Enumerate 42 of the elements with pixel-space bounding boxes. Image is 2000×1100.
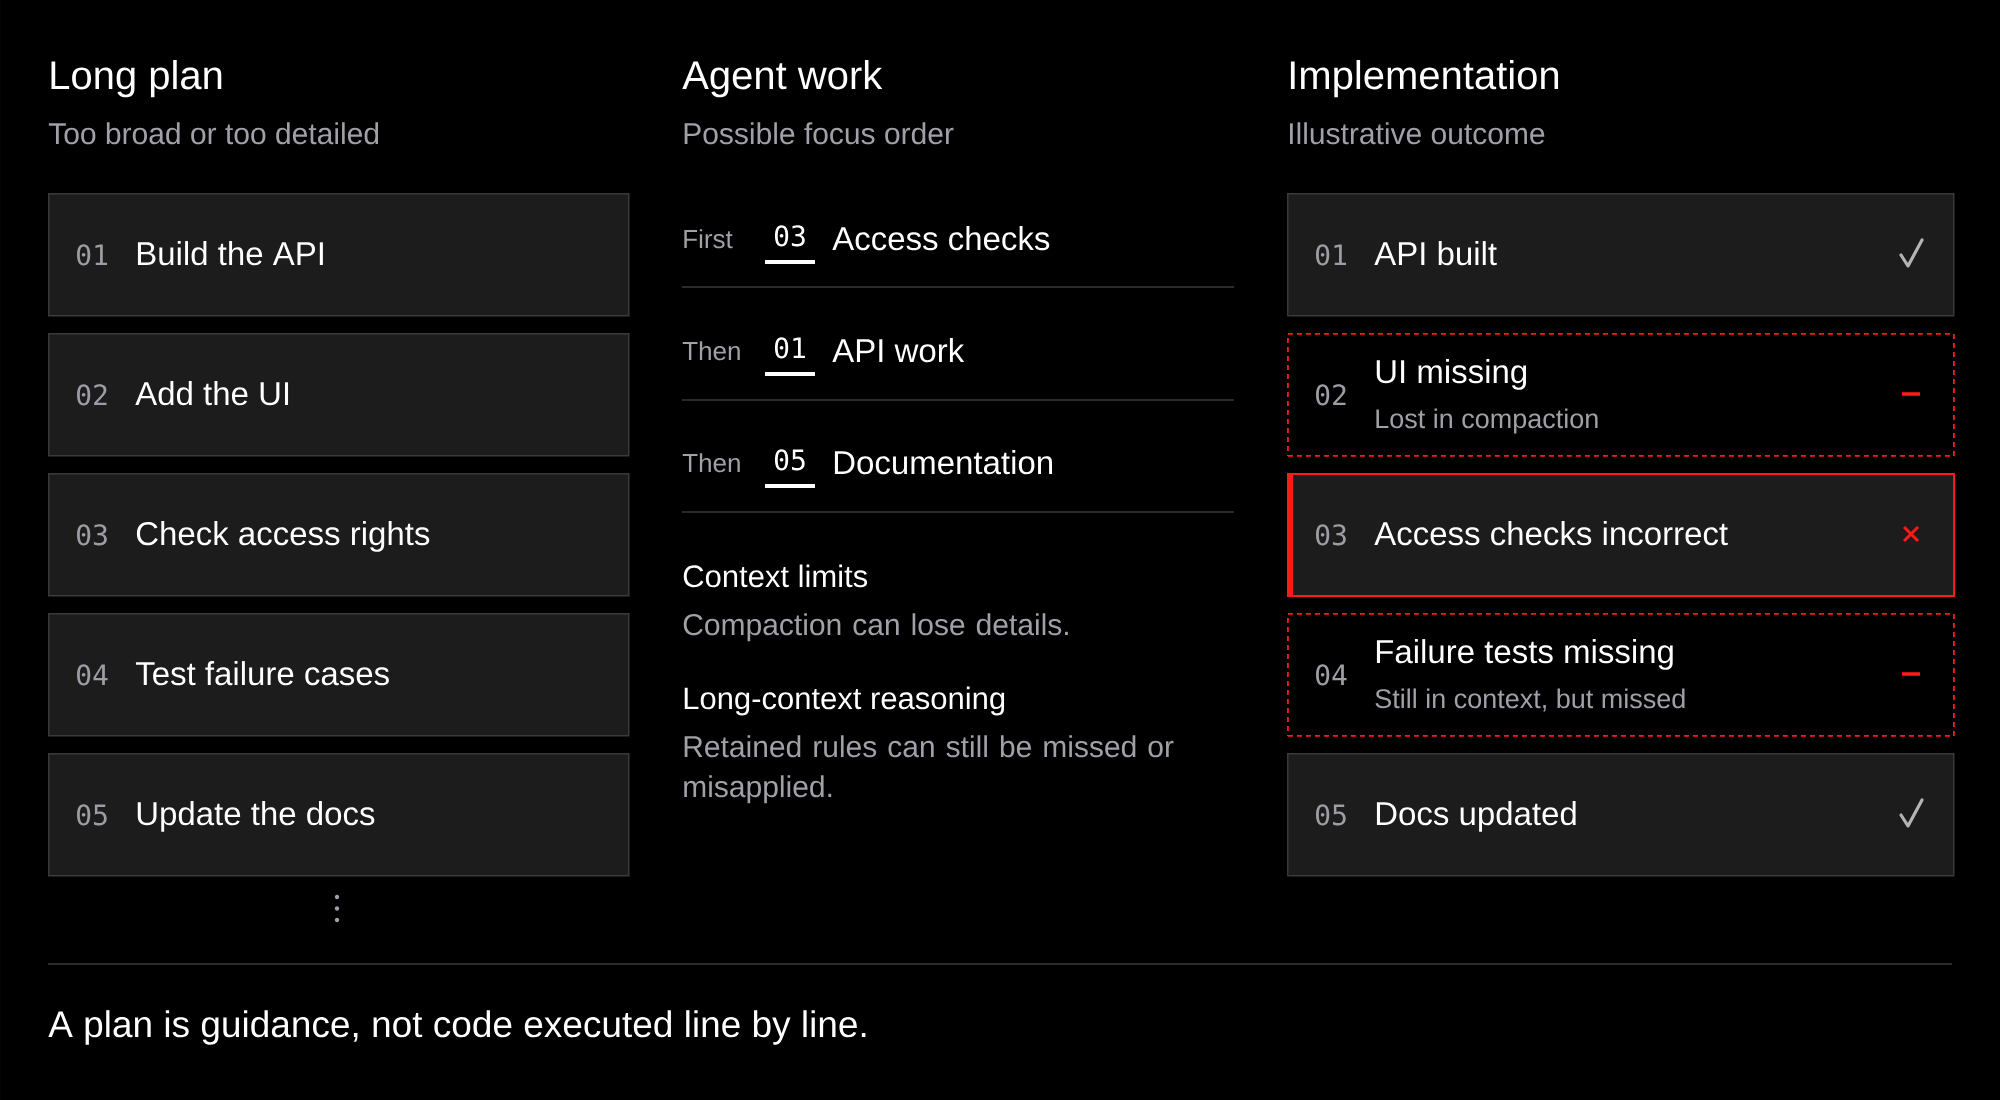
column-subtitle: Too broad or too detailed <box>48 122 379 145</box>
order-word: Then <box>682 341 740 361</box>
step-number: 01 <box>1316 244 1347 266</box>
step-title: Add the UI <box>135 381 289 406</box>
step-title: Check access rights <box>136 521 430 552</box>
section-heading: Context limits <box>683 564 868 588</box>
column-heading: Agent work <box>682 60 883 98</box>
step-title: Docs updated <box>1376 801 1576 832</box>
step-number: 05 <box>77 804 107 826</box>
step-title: Access checks incorrect <box>1374 521 1728 546</box>
step-title: UI missing <box>1376 359 1527 390</box>
step-number: 03 <box>774 225 805 247</box>
step-number: 04 <box>77 664 108 686</box>
step-title: Update the docs <box>137 801 375 832</box>
column-heading: Implementation <box>1290 60 1559 98</box>
step-number: 04 <box>1316 664 1347 686</box>
order-word: First <box>684 229 733 249</box>
column-subtitle: Possible focus order <box>684 122 954 145</box>
section-heading: Long-context reasoning <box>684 686 1005 716</box>
step-number: 03 <box>77 524 107 546</box>
column-heading: Long plan <box>51 60 222 98</box>
step-note: Lost in compaction <box>1376 408 1598 434</box>
step-title: API work <box>832 338 965 363</box>
step-number: 02 <box>1316 384 1346 406</box>
step-number: 01 <box>77 244 108 266</box>
step-note: Still in context, but missed <box>1375 688 1685 712</box>
step-number: 05 <box>774 449 805 471</box>
step-number: 05 <box>1316 804 1346 826</box>
step-title: Failure tests missing <box>1376 639 1673 670</box>
step-title: Test failure cases <box>135 661 389 686</box>
step-title: API built <box>1374 241 1497 266</box>
step-title: Access checks <box>832 226 1050 251</box>
column-subtitle: Illustrative outcome <box>1290 122 1545 145</box>
body-text: Compaction can lose details. <box>683 613 1068 642</box>
body-text: Retained rules can still be missed or misapplied. <box>684 735 1174 804</box>
step-number: 03 <box>1316 524 1346 546</box>
order-word: Then <box>682 453 740 473</box>
step-number: 01 <box>774 337 805 359</box>
step-title: Documentation <box>834 450 1052 475</box>
step-title: Build the API <box>137 241 323 266</box>
step-number: 02 <box>77 384 107 406</box>
caption: A plan is guidance, not code executed line by line. <box>48 1010 866 1045</box>
